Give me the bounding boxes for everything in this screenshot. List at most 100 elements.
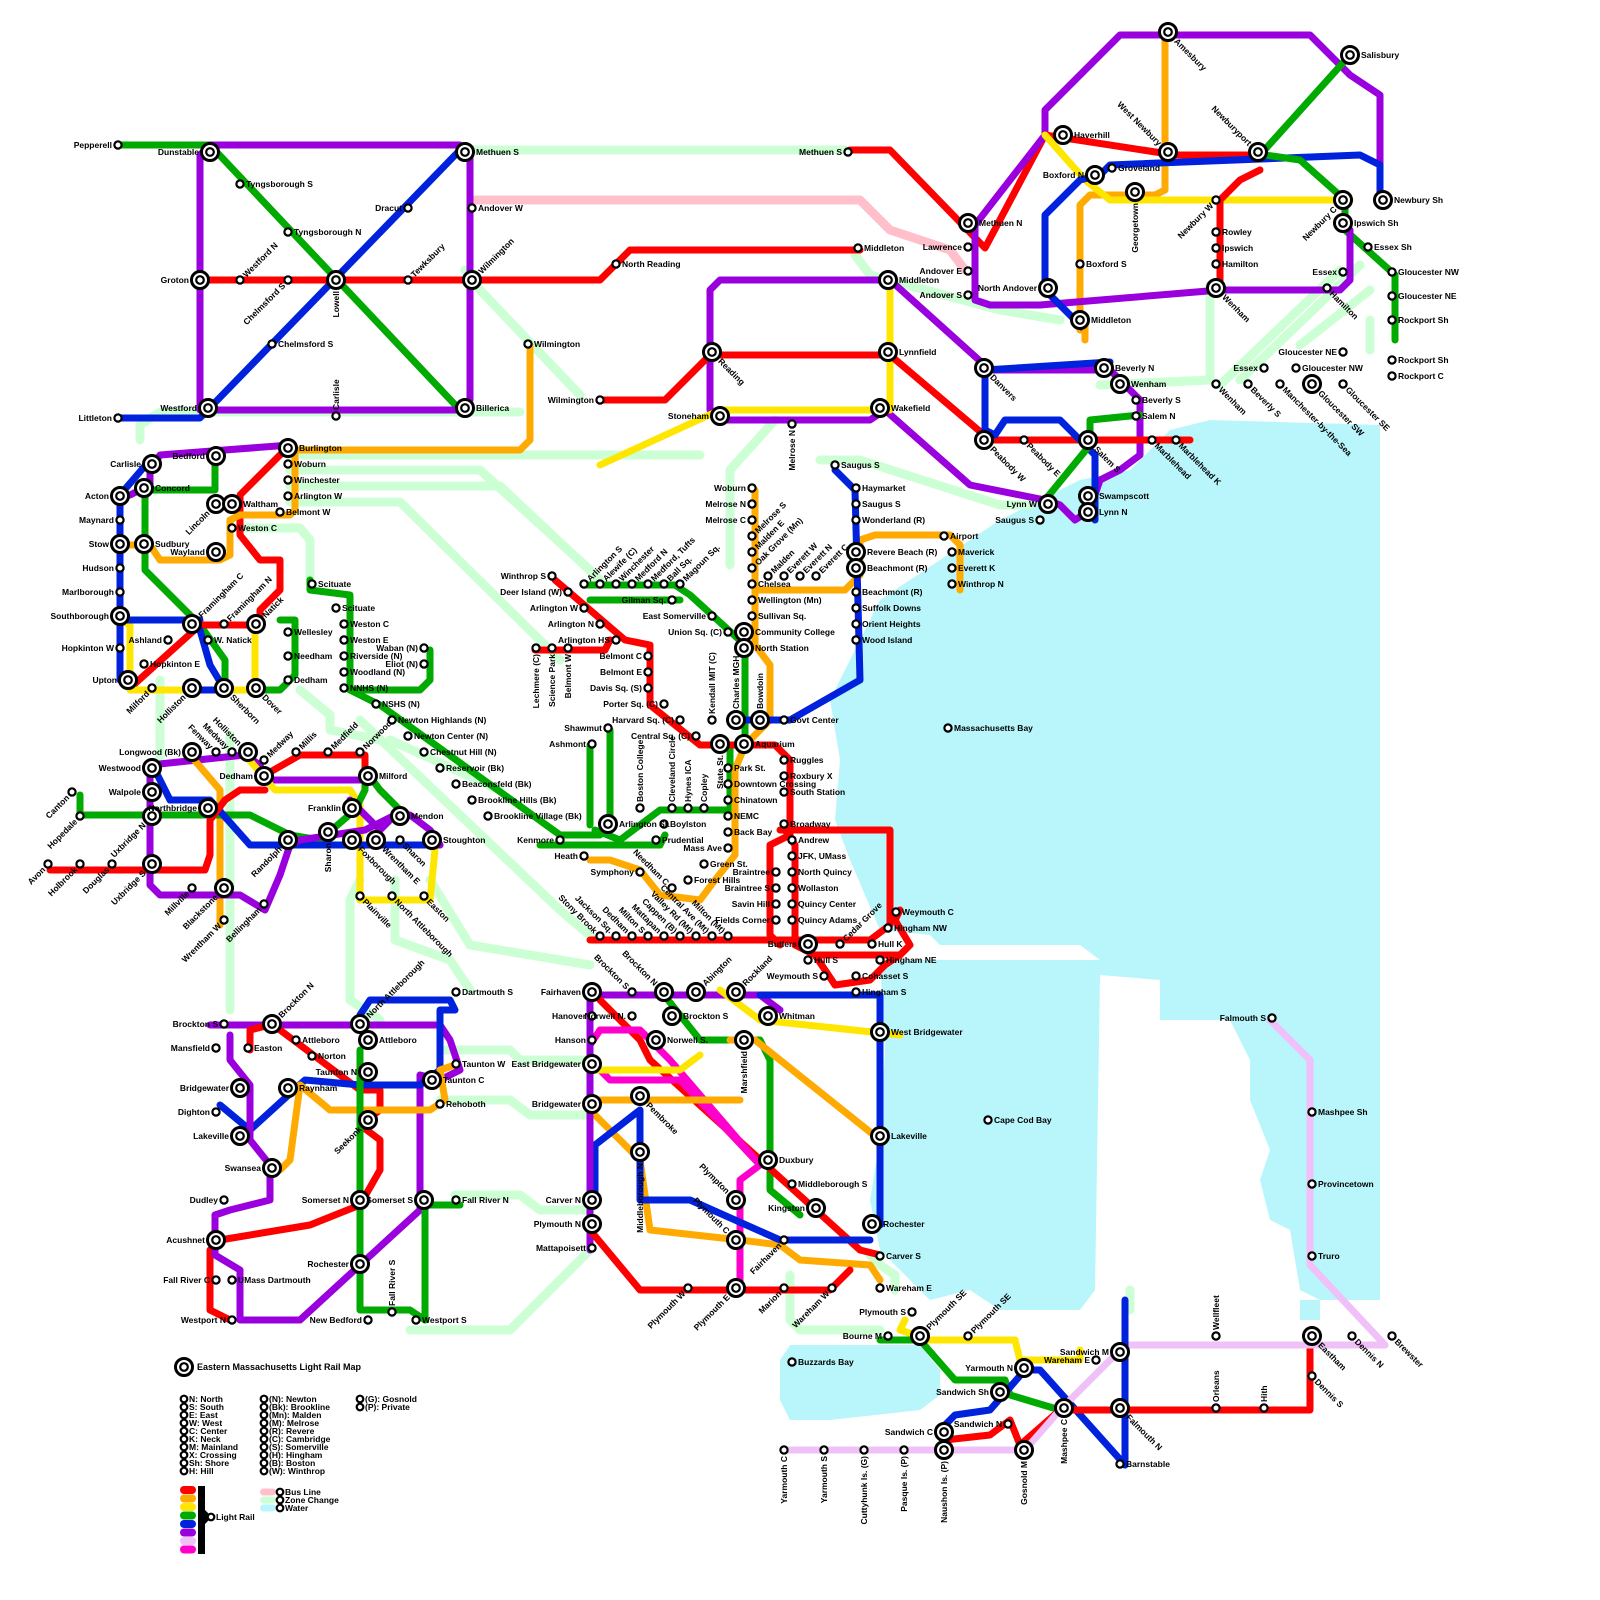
station-arlington-st[interactable] bbox=[598, 814, 618, 834]
station-dedham[interactable] bbox=[254, 766, 274, 786]
station-beaconsfeld-bk[interactable] bbox=[451, 779, 461, 789]
station-beverly-s[interactable] bbox=[1243, 379, 1253, 389]
station-raynham[interactable] bbox=[278, 1078, 298, 1098]
station-lechmere-c[interactable] bbox=[531, 643, 541, 653]
station-foxborough[interactable] bbox=[342, 830, 362, 850]
station-holliston[interactable] bbox=[182, 678, 202, 698]
station-stony-brook[interactable] bbox=[595, 931, 605, 941]
station-wilmington[interactable] bbox=[595, 395, 605, 405]
station-riverside-n[interactable] bbox=[339, 651, 349, 661]
station-dennis-s[interactable] bbox=[1307, 1371, 1317, 1381]
station-plymouth-e[interactable] bbox=[726, 1278, 746, 1298]
station-beachmont-r[interactable] bbox=[846, 558, 866, 578]
station-medway[interactable] bbox=[259, 755, 269, 765]
station-wellington-mn[interactable] bbox=[747, 595, 757, 605]
station-littleton[interactable] bbox=[113, 413, 123, 423]
station-uxbridge-n[interactable] bbox=[142, 806, 162, 826]
station-cuttyhunk-is-g[interactable] bbox=[859, 1445, 869, 1455]
station-westport-n[interactable] bbox=[227, 1315, 237, 1325]
station-salem-s[interactable] bbox=[1078, 430, 1098, 450]
station-holbrook[interactable] bbox=[75, 859, 85, 869]
station-mattapan[interactable] bbox=[659, 931, 669, 941]
station-hynes-ica[interactable] bbox=[683, 803, 693, 813]
station-community-college[interactable] bbox=[734, 622, 754, 642]
station-lawrence[interactable] bbox=[963, 242, 973, 252]
station-wonderland-r[interactable] bbox=[851, 515, 861, 525]
station-hopedale[interactable] bbox=[75, 811, 85, 821]
station-wenham[interactable] bbox=[1206, 278, 1226, 298]
station-orient-heights[interactable] bbox=[851, 619, 861, 629]
station-westwood[interactable] bbox=[142, 758, 162, 778]
station-east-bridgewater[interactable] bbox=[582, 1054, 602, 1074]
station-belmont-w[interactable] bbox=[275, 507, 285, 517]
station-medford-n[interactable] bbox=[627, 579, 637, 589]
station-swansea[interactable] bbox=[262, 1158, 282, 1178]
station-arlington-n[interactable] bbox=[595, 619, 605, 629]
station-rockport-sh[interactable] bbox=[1387, 315, 1397, 325]
station-brockton-n[interactable] bbox=[262, 1014, 282, 1034]
station-upton[interactable] bbox=[118, 670, 138, 690]
station-central-ave-mt[interactable] bbox=[707, 931, 717, 941]
station-bridgewater[interactable] bbox=[230, 1078, 250, 1098]
station-rockport-sh[interactable] bbox=[1387, 355, 1397, 365]
station-hopkinton-e[interactable] bbox=[139, 659, 149, 669]
station-bridgewater[interactable] bbox=[582, 1094, 602, 1114]
station-oak-grove-mn[interactable] bbox=[747, 563, 757, 573]
station-hanover[interactable] bbox=[587, 1011, 597, 1021]
station-hingham-s[interactable] bbox=[851, 987, 861, 997]
station-fenway[interactable] bbox=[211, 747, 221, 757]
station-plymouth-n[interactable] bbox=[582, 1214, 602, 1234]
station-somerset-n[interactable] bbox=[350, 1190, 370, 1210]
station-plymouth-w[interactable] bbox=[683, 1283, 693, 1293]
station-chelmsford-s[interactable] bbox=[267, 339, 277, 349]
station-randolph[interactable] bbox=[278, 830, 298, 850]
station-cohasset-s[interactable] bbox=[851, 971, 861, 981]
station-newbury-sh[interactable] bbox=[1373, 190, 1393, 210]
station-hull-k[interactable] bbox=[867, 939, 877, 949]
station-north-station[interactable] bbox=[734, 638, 754, 658]
station-methuen-s[interactable] bbox=[455, 142, 475, 162]
station-andrew[interactable] bbox=[787, 835, 797, 845]
station-alewife-c[interactable] bbox=[595, 579, 605, 589]
station-shawmut[interactable] bbox=[603, 723, 613, 733]
station-framingham-c[interactable] bbox=[182, 614, 202, 634]
station-yarmouth-c[interactable] bbox=[779, 1445, 789, 1455]
station-gloucester-sw[interactable] bbox=[1302, 374, 1322, 394]
station-sherborn[interactable] bbox=[214, 678, 234, 698]
station-essex[interactable] bbox=[1259, 363, 1269, 373]
station-framingham-n[interactable] bbox=[219, 619, 229, 629]
station-north-reading[interactable] bbox=[611, 259, 621, 269]
station-canton[interactable] bbox=[67, 787, 77, 797]
station-tyngsborough-n[interactable] bbox=[283, 227, 293, 237]
station-mattapoisett[interactable] bbox=[587, 1243, 597, 1253]
station-scituate[interactable] bbox=[331, 603, 341, 613]
station-weston-e[interactable] bbox=[339, 635, 349, 645]
station-wellfleet[interactable] bbox=[1211, 1331, 1221, 1341]
station-stow[interactable] bbox=[110, 534, 130, 554]
station-melrose-n[interactable] bbox=[747, 499, 757, 509]
station-reservoir-bk[interactable] bbox=[435, 763, 445, 773]
station-carver-n[interactable] bbox=[582, 1190, 602, 1210]
station-newburyport[interactable] bbox=[1248, 142, 1268, 162]
station-new-bedford[interactable] bbox=[363, 1315, 373, 1325]
station-nshs-n[interactable] bbox=[371, 699, 381, 709]
station-natick[interactable] bbox=[246, 614, 266, 634]
station-jfk-umass[interactable] bbox=[787, 851, 797, 861]
station-gloucester-nw[interactable] bbox=[1291, 363, 1301, 373]
station-acushnet[interactable] bbox=[206, 1230, 226, 1250]
station-ashmont[interactable] bbox=[587, 739, 597, 749]
station-chestnut-hill-n[interactable] bbox=[419, 747, 429, 757]
station-easton[interactable] bbox=[419, 891, 429, 901]
station-groton[interactable] bbox=[190, 270, 210, 290]
station-everett-w[interactable] bbox=[779, 571, 789, 581]
station-everett-k[interactable] bbox=[947, 563, 957, 573]
station-milford[interactable] bbox=[358, 766, 378, 786]
station-andover-w[interactable] bbox=[467, 203, 477, 213]
station-arlington-hs[interactable] bbox=[611, 635, 621, 645]
station-marlborough[interactable] bbox=[115, 587, 125, 597]
station-taunton-w[interactable] bbox=[451, 1059, 461, 1069]
station-wollaston[interactable] bbox=[787, 883, 797, 893]
station-reading[interactable] bbox=[702, 342, 722, 362]
station-savin-hill[interactable] bbox=[771, 899, 781, 909]
station-saugus-s[interactable] bbox=[1035, 515, 1045, 525]
